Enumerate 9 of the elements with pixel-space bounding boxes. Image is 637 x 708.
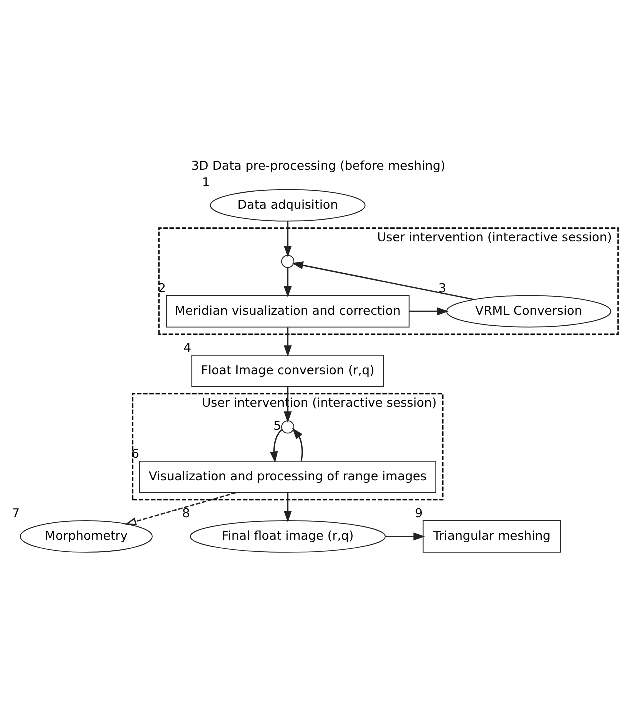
node-label: 4 <box>184 340 192 355</box>
node-label: 5 <box>274 418 282 433</box>
diagram-title: 3D Data pre-processing (before meshing) <box>191 158 446 172</box>
node-label: 9 <box>415 506 423 520</box>
node-label: 8 <box>182 506 190 520</box>
node-label: 3 <box>438 280 446 295</box>
node-label: 1 <box>202 174 210 189</box>
node-label: 7 <box>12 506 20 520</box>
node-label: 2 <box>158 280 166 295</box>
